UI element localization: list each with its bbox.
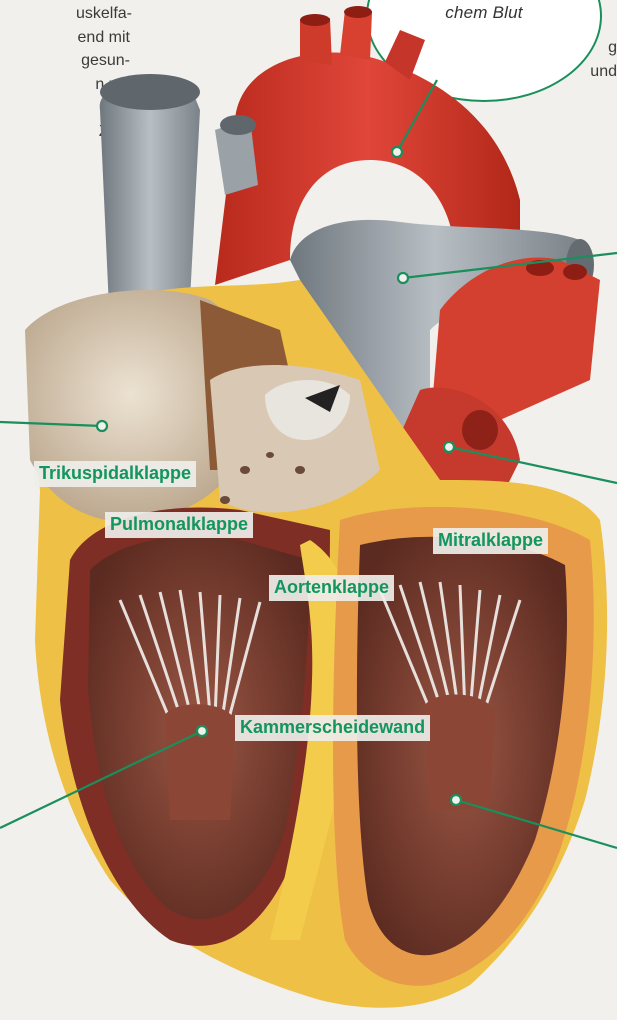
label-aortenklappe: Aortenklappe (269, 575, 394, 601)
septum-hole-1 (240, 466, 250, 474)
dot-left-atrium (444, 442, 454, 452)
left-atrium-opening (462, 410, 498, 450)
septum-hole-4 (220, 496, 230, 504)
vena-cava-opening (100, 74, 200, 110)
dot-pulmonary (398, 273, 408, 283)
label-trikuspidalklappe: Trikuspidalklappe (34, 461, 196, 487)
septum-hole-2 (266, 452, 274, 458)
label-mitralklappe: Mitralklappe (433, 528, 548, 554)
dot-aorta (392, 147, 402, 157)
label-kammerscheidewand: Kammerscheidewand (235, 715, 430, 741)
dot-right-ventricle (197, 726, 207, 736)
branch-opening-1 (300, 14, 330, 26)
septum-hole-3 (295, 466, 305, 474)
label-pulmonalklappe: Pulmonalklappe (105, 512, 253, 538)
pulmonary-vein-opening-2 (563, 264, 587, 280)
brachiocephalic-opening (220, 115, 256, 135)
dot-left-ventricle (451, 795, 461, 805)
dot-right-atrium (97, 421, 107, 431)
papillary-muscle-right (165, 704, 235, 820)
papillary-muscle-left (425, 695, 495, 810)
branch-opening-2 (344, 6, 372, 18)
